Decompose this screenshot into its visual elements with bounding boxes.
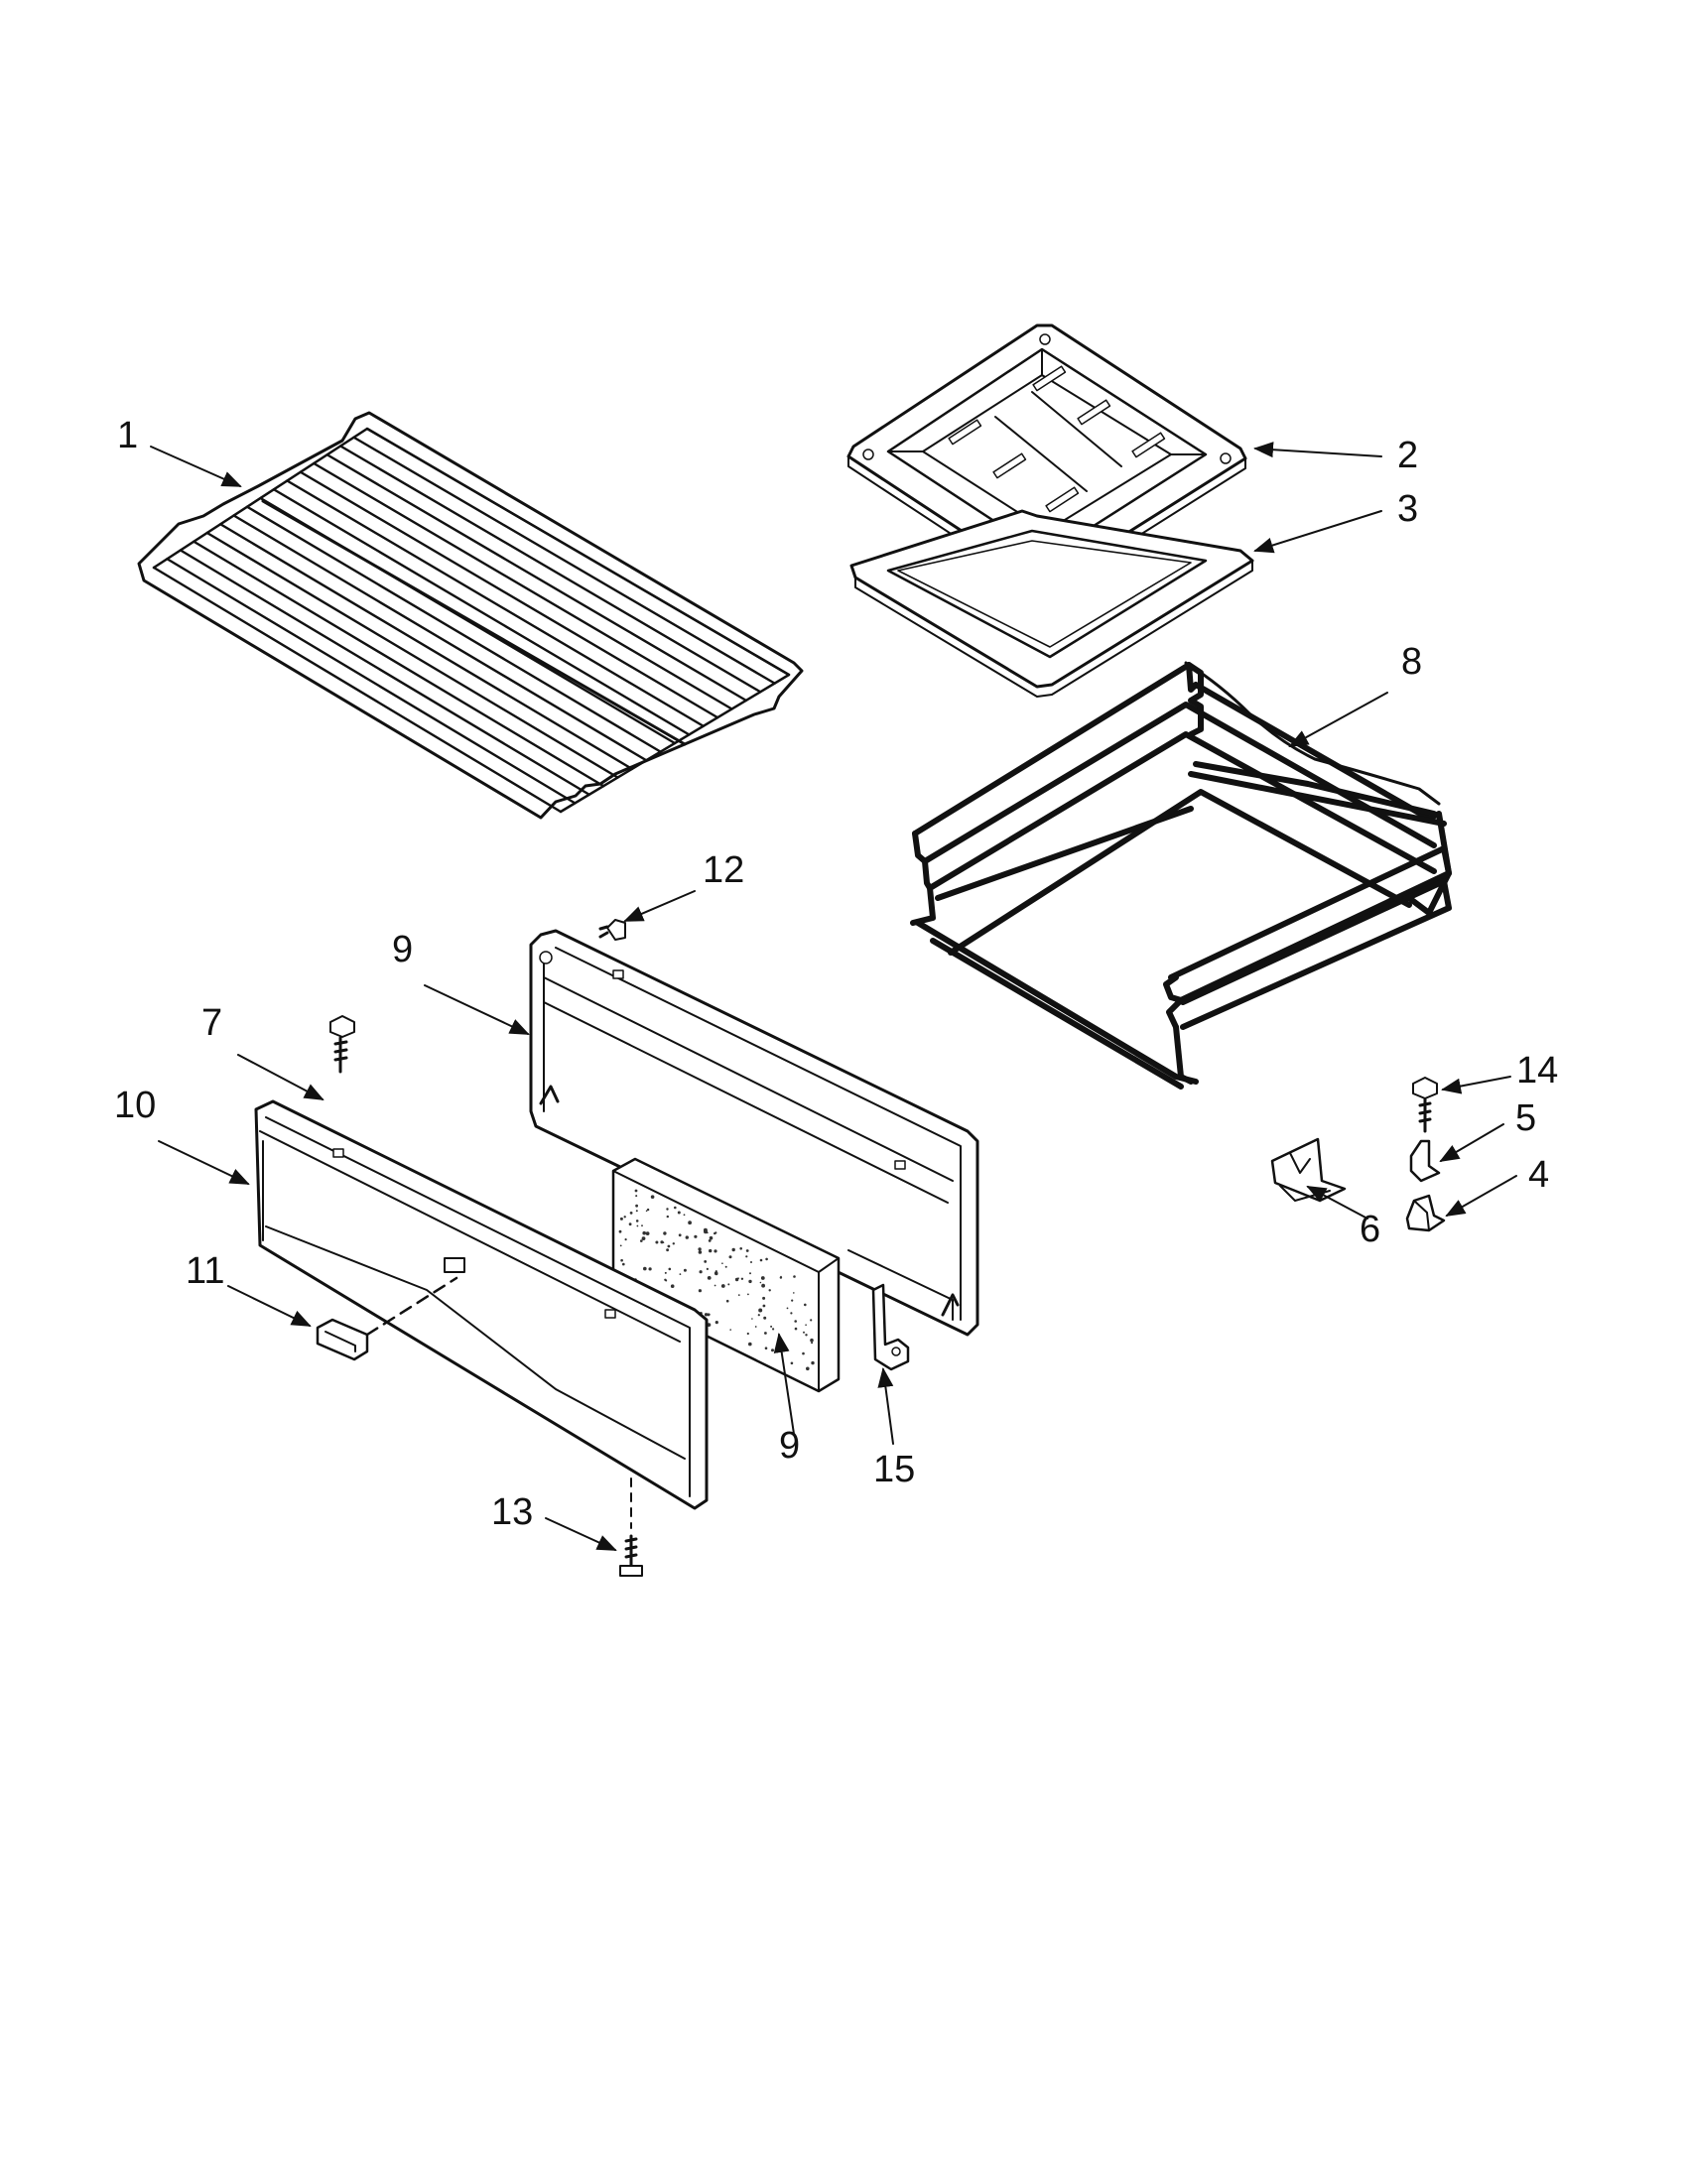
- callout-14-bracket-screw: 14: [1516, 1050, 1559, 1092]
- callout-9-insulation: 9: [779, 1425, 801, 1467]
- drawer-front: [254, 1099, 709, 1510]
- screw-14: [1412, 1077, 1438, 1133]
- callout-11-handle-insert: 11: [186, 1250, 225, 1292]
- screw-7: [329, 1015, 355, 1074]
- oven-rack: [137, 411, 804, 820]
- broiler-pan-insert: [849, 509, 1254, 698]
- callout-8-drawer-glide-rack: 8: [1401, 641, 1423, 683]
- callout-3-broiler-pan-insert: 3: [1397, 488, 1419, 530]
- callout-6-rear-bracket: 6: [1360, 1209, 1381, 1250]
- callout-9-drawer-inner-panel: 9: [392, 929, 414, 970]
- callout-13-bottom-screw: 13: [491, 1491, 534, 1533]
- drawer-inner-panel: [529, 929, 979, 1337]
- callout-7-front-screw: 7: [201, 1002, 223, 1044]
- clip-base: [1405, 1194, 1446, 1232]
- callout-4-clip-base: 4: [1528, 1154, 1550, 1196]
- screw-13: [619, 1477, 643, 1577]
- side-bracket: [871, 1283, 910, 1371]
- callout-5-clip: 5: [1515, 1097, 1537, 1139]
- broiler-pan: [846, 323, 1247, 591]
- handle-insert: [316, 1276, 458, 1361]
- callout-10-drawer-front: 10: [114, 1085, 157, 1126]
- callout-15-side-bracket: 15: [873, 1449, 916, 1490]
- callout-2-broiler-pan: 2: [1397, 435, 1419, 476]
- callout-12-inner-panel-screw: 12: [703, 849, 745, 891]
- rear-bracket: [1270, 1137, 1347, 1203]
- screw-12: [598, 919, 626, 941]
- drawer-glide-rack: [910, 661, 1452, 1090]
- callout-1-oven-rack: 1: [117, 415, 139, 456]
- clip: [1409, 1139, 1441, 1183]
- leader-lines: [150, 442, 1517, 1551]
